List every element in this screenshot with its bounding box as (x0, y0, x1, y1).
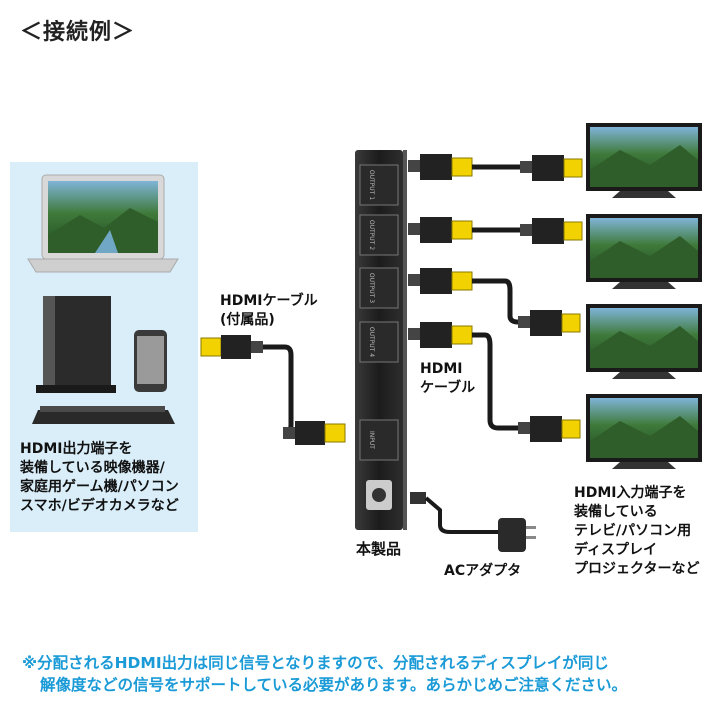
notice-text: ※分配されるHDMI出力は同じ信号となりますので、分配されるディスプレイが同じ … (22, 654, 627, 694)
tv-display-3 (586, 304, 702, 379)
product-label: 本製品 (356, 540, 402, 558)
tv-display-2 (586, 214, 702, 289)
disc-player-icon (32, 406, 175, 424)
hdmi-cable-output-2 (408, 217, 583, 244)
port-label-output-4: OUTPUT 4 (368, 327, 375, 357)
port-label-input: INPUT (368, 431, 375, 449)
tv-display-1 (586, 123, 702, 198)
hdmi-splitter-device (355, 150, 407, 530)
port-label-output-1: OUTPUT 1 (368, 170, 375, 200)
smartphone-icon (134, 330, 167, 392)
laptop-icon (27, 174, 179, 273)
port-label-output-2: OUTPUT 2 (368, 220, 375, 250)
hdmi-cable-label: HDMI ケーブル (420, 361, 476, 396)
display-caption: HDMI入力端子を 装備している テレビ/パソコン用 ディスプレイ プロジェクタ… (574, 485, 700, 577)
page-title: ＜接続例＞ (20, 20, 136, 45)
hdmi-cable-output-4 (408, 322, 581, 442)
port-label-output-3: OUTPUT 3 (368, 273, 375, 303)
hdmi-cable-included (200, 335, 346, 445)
hdmi-cable-output-3 (408, 268, 581, 336)
cable-included-label: HDMIケーブル (付属品) (220, 293, 318, 328)
tv-display-4 (586, 394, 702, 469)
ac-adapter-label: ACアダプタ (444, 563, 522, 579)
ac-adapter-icon (410, 492, 536, 552)
hdmi-cable-output-1 (408, 154, 583, 181)
source-caption: HDMI出力端子を 装備している映像機器/ 家庭用ゲーム機/パソコン スマホ/ビ… (20, 441, 179, 514)
game-console-icon (36, 296, 116, 393)
